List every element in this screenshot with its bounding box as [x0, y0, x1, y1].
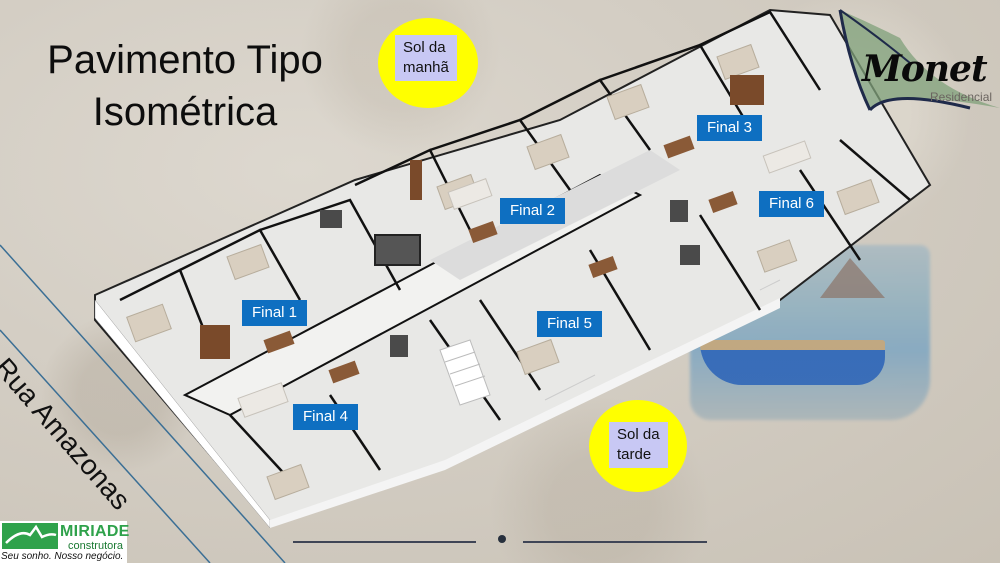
divider-left: [293, 541, 476, 543]
unit-label-final-3: Final 3: [697, 115, 763, 141]
sun-morning-marker: Sol da manhã: [378, 18, 478, 108]
miriade-logo: MIRIADE construtora Seu sonho. Nosso neg…: [0, 521, 130, 563]
builder-type: construtora: [68, 540, 124, 552]
title-line-1: Pavimento Tipo: [47, 38, 323, 82]
mountain-mark-icon: [2, 523, 58, 549]
boat-painting: [700, 340, 885, 385]
sun-afternoon-line-2: tarde: [617, 446, 652, 463]
unit-label-final-2: Final 2: [500, 198, 566, 224]
unit-label-final-4: Final 4: [293, 404, 359, 430]
sun-afternoon-label: Sol da tarde: [609, 422, 668, 468]
sun-morning-label: Sol da manhã: [395, 35, 457, 81]
sun-morning-line-1: Sol da: [403, 39, 446, 56]
page-title: Pavimento Tipo Isométrica: [30, 34, 340, 138]
sail-emblem-icon: [838, 9, 1000, 112]
brand-name: Monet: [862, 48, 988, 90]
sun-afternoon-line-1: Sol da: [617, 426, 660, 443]
unit-label-final-5: Final 5: [537, 311, 603, 337]
divider-right: [523, 541, 707, 543]
sun-morning-line-2: manhã: [403, 59, 449, 76]
monet-logo: Monet Residencial: [820, 8, 1000, 113]
brand-subtitle: Residencial: [930, 90, 993, 104]
builder-name: MIRIADE: [60, 523, 130, 540]
unit-label-final-1: Final 1: [242, 300, 308, 326]
divider-dot: [498, 535, 506, 543]
sailboat-painting: [820, 258, 885, 298]
unit-label-final-6: Final 6: [759, 191, 825, 217]
title-line-2: Isométrica: [92, 90, 278, 134]
builder-slogan: Seu sonho. Nosso negócio.: [1, 551, 124, 562]
sun-afternoon-marker: Sol da tarde: [589, 400, 687, 492]
